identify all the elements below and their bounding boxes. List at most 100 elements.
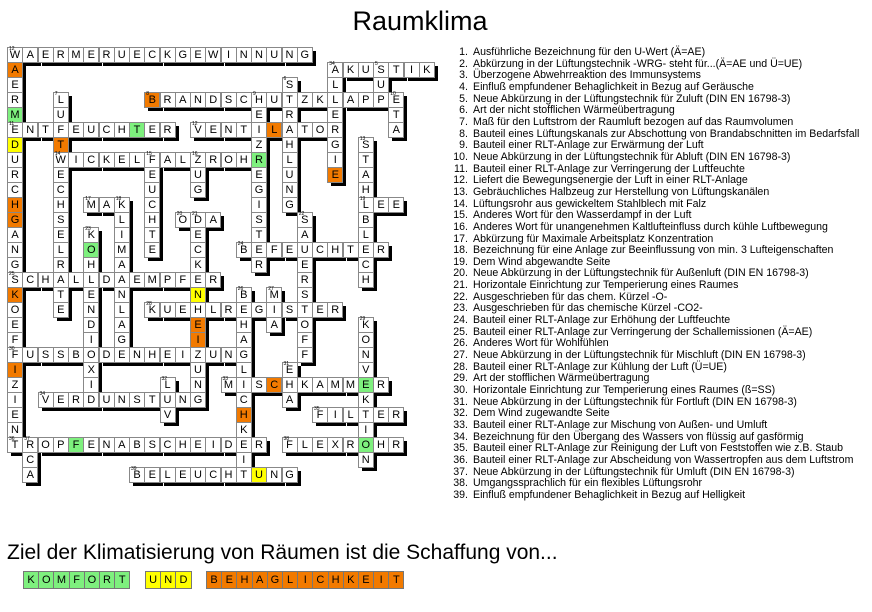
crossword-cell[interactable]: A: [281, 392, 298, 408]
crossword-cell[interactable]: U: [296, 242, 313, 258]
crossword-cell[interactable]: O: [312, 122, 328, 138]
crossword-cell[interactable]: D: [98, 272, 115, 288]
crossword-cell[interactable]: D: [83, 317, 100, 333]
crossword-cell[interactable]: X: [327, 437, 344, 453]
crossword-cell[interactable]: H: [7, 197, 23, 213]
crossword-cell[interactable]: H: [113, 122, 130, 138]
crossword-cell[interactable]: G: [190, 182, 206, 198]
crossword-cell[interactable]: U: [98, 392, 115, 408]
crossword-cell[interactable]: E: [251, 107, 267, 123]
crossword-cell[interactable]: H: [357, 272, 374, 288]
crossword-cell[interactable]: T: [129, 122, 145, 138]
crossword-cell[interactable]: R: [327, 302, 344, 318]
crossword-cell[interactable]: N: [220, 122, 237, 138]
crossword-cell[interactable]: L: [357, 227, 374, 243]
crossword-cell[interactable]: G: [190, 392, 206, 408]
crossword-cell[interactable]: U: [52, 107, 69, 123]
crossword-cell[interactable]: S: [52, 347, 69, 363]
crossword-cell[interactable]: G: [113, 332, 130, 348]
crossword-cell[interactable]: K: [312, 92, 328, 108]
crossword-cell[interactable]: N: [357, 452, 374, 468]
crossword-cell[interactable]: U: [83, 122, 100, 138]
crossword-cell[interactable]: A: [113, 437, 130, 453]
crossword-cell[interactable]: C: [98, 122, 115, 138]
crossword-cell[interactable]: U: [266, 92, 283, 108]
crossword-cell[interactable]: K: [98, 152, 115, 168]
crossword-cell[interactable]: E: [37, 47, 54, 63]
crossword-cell[interactable]: N: [7, 242, 23, 258]
crossword-cell[interactable]: L: [174, 152, 191, 168]
crossword-cell[interactable]: U: [113, 47, 130, 63]
crossword-cell[interactable]: E: [83, 287, 100, 303]
crossword-cell[interactable]: T: [144, 227, 161, 243]
crossword-cell[interactable]: E: [174, 467, 191, 483]
crossword-cell[interactable]: R: [342, 437, 359, 453]
crossword-cell[interactable]: R: [388, 407, 405, 423]
crossword-cell[interactable]: R: [251, 152, 267, 168]
crossword-cell[interactable]: U: [159, 392, 176, 408]
crossword-cell[interactable]: O: [357, 437, 374, 453]
crossword-cell[interactable]: I: [327, 152, 344, 168]
crossword-cell[interactable]: X: [83, 362, 100, 378]
crossword-cell[interactable]: A: [357, 167, 374, 183]
crossword-cell[interactable]: E: [357, 377, 374, 393]
crossword-cell[interactable]: S: [251, 212, 267, 228]
crossword-cell[interactable]: N: [281, 182, 298, 198]
crossword-cell[interactable]: E: [373, 407, 389, 423]
crossword-cell[interactable]: G: [235, 347, 252, 363]
crossword-cell[interactable]: C: [190, 242, 206, 258]
crossword-cell[interactable]: C: [83, 152, 100, 168]
crossword-cell[interactable]: N: [113, 392, 130, 408]
crossword-cell[interactable]: I: [68, 152, 84, 168]
crossword-cell[interactable]: E: [7, 317, 23, 333]
crossword-cell[interactable]: U: [22, 347, 39, 363]
crossword-cell[interactable]: U: [7, 152, 23, 168]
crossword-cell[interactable]: T: [37, 122, 54, 138]
crossword-cell[interactable]: T: [296, 302, 313, 318]
crossword-cell[interactable]: I: [7, 362, 23, 378]
crossword-cell[interactable]: O: [83, 242, 100, 258]
crossword-cell[interactable]: C: [52, 182, 69, 198]
crossword-cell[interactable]: R: [205, 272, 222, 288]
crossword-cell[interactable]: A: [98, 197, 115, 213]
crossword-cell[interactable]: A: [52, 272, 69, 288]
crossword-cell[interactable]: E: [312, 437, 328, 453]
crossword-cell[interactable]: M: [113, 242, 130, 258]
crossword-cell[interactable]: V: [159, 407, 176, 423]
crossword-cell[interactable]: E: [52, 227, 69, 243]
crossword-cell[interactable]: N: [190, 287, 206, 303]
crossword-cell[interactable]: H: [83, 257, 100, 273]
crossword-cell[interactable]: E: [327, 167, 344, 183]
crossword-cell[interactable]: N: [7, 422, 23, 438]
crossword-cell[interactable]: P: [373, 92, 389, 108]
crossword-cell[interactable]: A: [7, 62, 23, 78]
crossword-cell[interactable]: D: [98, 347, 115, 363]
crossword-cell[interactable]: C: [22, 272, 39, 288]
crossword-cell[interactable]: P: [52, 437, 69, 453]
crossword-cell[interactable]: N: [22, 122, 39, 138]
crossword-cell[interactable]: E: [52, 302, 69, 318]
crossword-cell[interactable]: I: [7, 392, 23, 408]
crossword-cell[interactable]: R: [7, 92, 23, 108]
crossword-cell[interactable]: A: [159, 152, 176, 168]
crossword-cell[interactable]: T: [52, 287, 69, 303]
crossword-cell[interactable]: I: [174, 347, 191, 363]
crossword-cell[interactable]: E: [251, 242, 267, 258]
crossword-cell[interactable]: C: [357, 257, 374, 273]
crossword-cell[interactable]: C: [144, 47, 161, 63]
crossword-cell[interactable]: C: [205, 467, 222, 483]
crossword-cell[interactable]: N: [129, 347, 145, 363]
crossword-cell[interactable]: O: [296, 317, 313, 333]
crossword-cell[interactable]: Z: [7, 377, 23, 393]
crossword-cell[interactable]: E: [144, 167, 161, 183]
crossword-cell[interactable]: H: [235, 152, 252, 168]
crossword-cell[interactable]: F: [52, 122, 69, 138]
crossword-cell[interactable]: G: [7, 212, 23, 228]
